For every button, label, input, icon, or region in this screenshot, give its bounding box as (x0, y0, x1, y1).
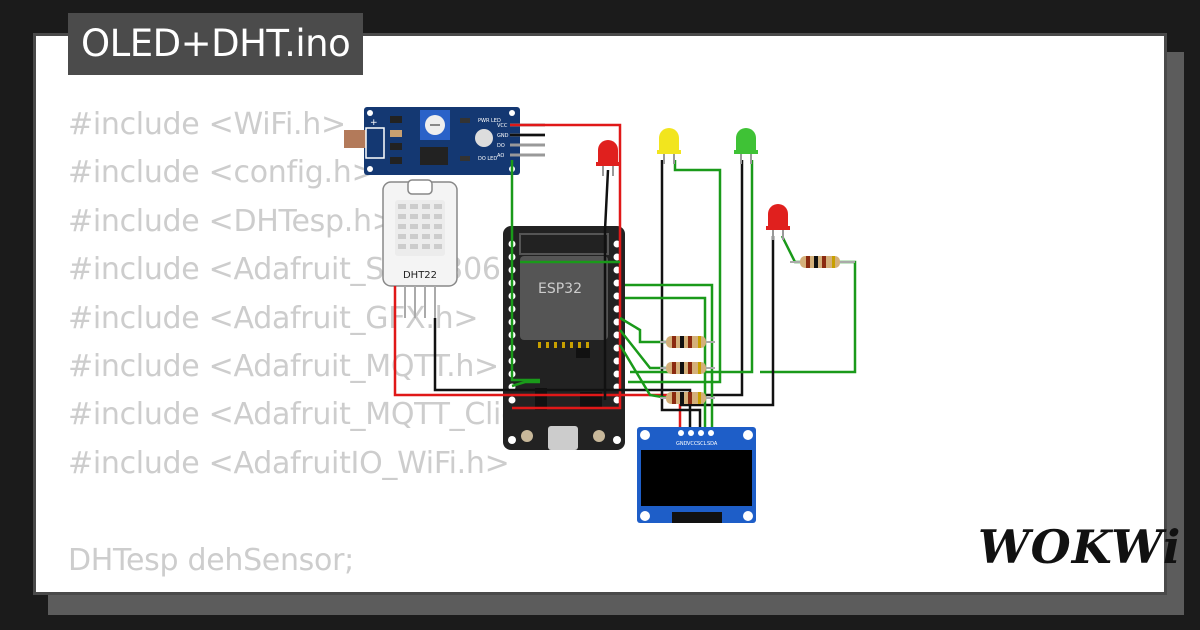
ldr-module[interactable]: + PWR LED DO LED VCC GND DO AO (344, 107, 545, 175)
oled-pin: SDA (707, 441, 718, 447)
code-line: #include <Adafruit_GFX.h> (68, 300, 479, 336)
ldr-sensor-icon (344, 130, 366, 148)
code-line: #include <DHTesp.h> (68, 203, 397, 239)
dht-label: DHT22 (403, 270, 437, 281)
oled-display[interactable]: GND VCC SCL SDA (637, 427, 756, 523)
code-line: #include <Adafruit_SSD1306.h> (68, 252, 554, 288)
esp32-board[interactable]: ESP32 (503, 226, 625, 450)
ldr-pin: GND (497, 133, 509, 139)
ldr-pin: DO (497, 143, 505, 149)
oled-screen (641, 450, 752, 506)
ldr-pin: AO (497, 153, 504, 159)
code-line: #include <Adafruit_MQTT.h> (68, 348, 499, 384)
ldr-pin: VCC (497, 123, 508, 129)
led[interactable] (596, 140, 620, 176)
resistor[interactable] (660, 362, 715, 374)
led[interactable] (657, 128, 681, 164)
led[interactable] (766, 204, 790, 240)
project-title: OLED+DHT.ino (68, 13, 364, 75)
code-preview: #include <WiFi.h> #include <config.h> #i… (68, 104, 602, 588)
ldr-led-label: DO LED (478, 156, 497, 162)
svg-text:+: + (370, 118, 378, 128)
resistor[interactable] (660, 392, 715, 404)
esp32-label: ESP32 (538, 281, 582, 297)
wokwi-logo: WOKWi (978, 520, 1182, 574)
resistor[interactable] (660, 336, 715, 348)
oled-pin: VCC (687, 441, 698, 447)
led[interactable] (734, 128, 758, 164)
code-line: #include <WiFi.h> (68, 107, 346, 142)
dht22-sensor[interactable]: DHT22 (382, 179, 458, 318)
ldr-led-label: PWR LED (478, 118, 501, 124)
oled-pin: GND (676, 441, 688, 447)
resistor[interactable] (790, 256, 855, 268)
code-line: DHTesp dehSensor; (68, 542, 354, 578)
oled-pin: SCL (697, 441, 707, 447)
code-line: #include <config.h> (68, 155, 377, 191)
code-line: #include <AdafruitIO_WiFi.h> (68, 445, 510, 481)
